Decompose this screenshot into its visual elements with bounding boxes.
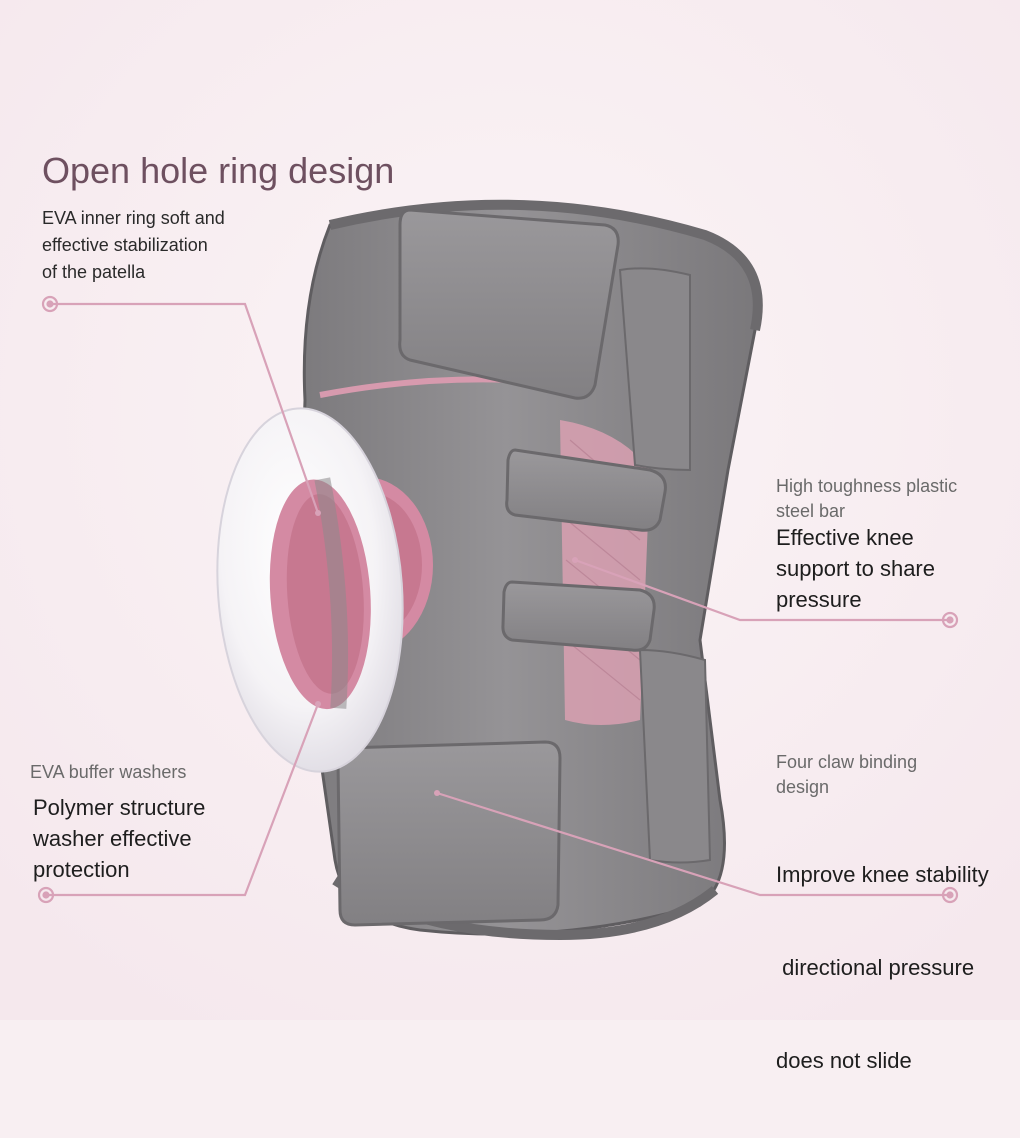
steel-bar-label: High toughness plastic steel bar (776, 474, 957, 524)
ring-description-line: EVA inner ring soft and (42, 208, 225, 228)
ring-description-line: of the patella (42, 262, 146, 282)
product-infographic: Open hole ring design EVA inner ring sof… (0, 0, 1020, 1073)
marker-ring (41, 295, 59, 313)
claw-description: Improve knee stability directional press… (776, 797, 989, 1138)
washers-description-line: Polymer structure (33, 795, 206, 820)
marker-claw (941, 886, 959, 904)
steel-bar-description-line: pressure (776, 587, 862, 612)
steel-bar-description: Effective knee support to share pressure (776, 522, 935, 615)
claw-description-line: Improve knee stability (776, 862, 989, 887)
steel-bar-label-line: High toughness plastic (776, 476, 958, 496)
steel-bar-panel (618, 267, 691, 472)
eva-ring (216, 407, 404, 773)
washers-description-line: protection (33, 857, 130, 882)
steel-bar-description-line: support to share (776, 556, 935, 581)
upper-strap (398, 208, 620, 400)
steel-bar-description-line: Effective knee (776, 525, 914, 550)
marker-steel-bar (941, 611, 959, 629)
ring-title: Open hole ring design (42, 150, 395, 191)
marker-washers (37, 886, 55, 904)
washers-description-line: washer effective (33, 826, 192, 851)
claw-label-line: Four claw binding (776, 752, 918, 772)
claw-description-line: does not slide (776, 1048, 912, 1073)
washers-label: EVA buffer washers (30, 762, 187, 782)
steel-bar-label-line: steel bar (776, 501, 846, 521)
claw-label: Four claw binding design (776, 750, 917, 800)
claw-description-line: directional pressure (776, 955, 975, 980)
middle-strap-upper (505, 448, 667, 532)
claw-label-line: design (776, 777, 830, 797)
knee-brace-illustration (0, 0, 1020, 1020)
washers-description: Polymer structure washer effective prote… (33, 792, 205, 885)
leader-lines (46, 302, 950, 897)
middle-strap-lower (501, 580, 656, 652)
ring-description: EVA inner ring soft and effective stabil… (42, 205, 225, 286)
lower-strap (336, 740, 562, 927)
ring-description-line: effective stabilization (42, 235, 208, 255)
